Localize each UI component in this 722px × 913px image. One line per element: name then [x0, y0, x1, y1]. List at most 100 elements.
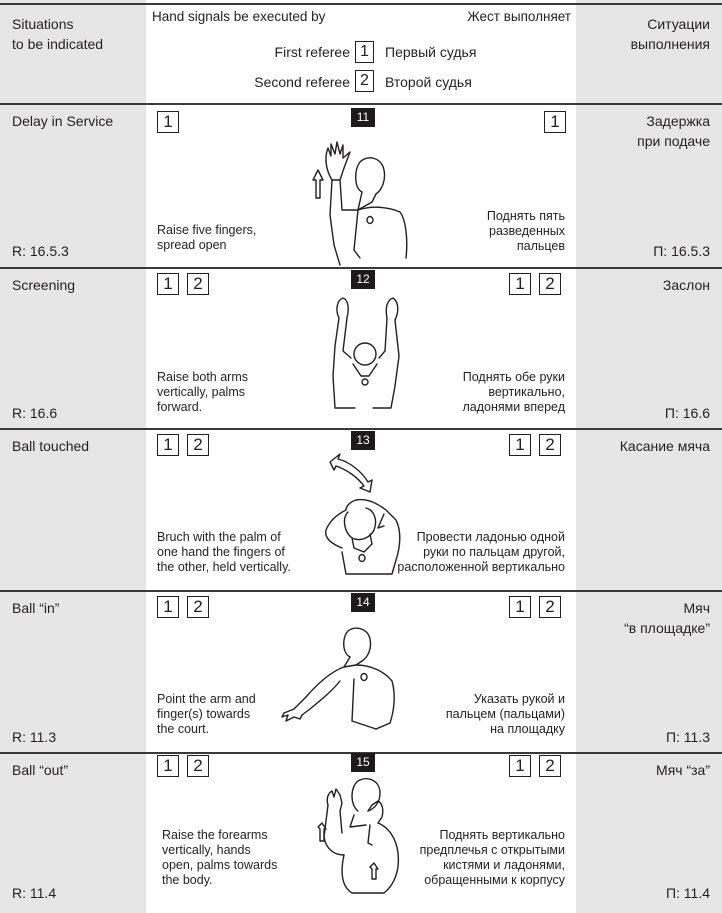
situation-en: Ball “in” [12, 600, 60, 616]
description-ru-line: пальцем (пальцами) [445, 707, 565, 721]
referee-badge-1: 1 [157, 273, 179, 295]
referee-badge-2: 2 [539, 755, 561, 777]
legend-second-referee-ru: Второй судья [385, 74, 472, 90]
description-en-line: Point the arm and [157, 692, 256, 706]
signal-number: 15 [351, 753, 375, 772]
header-situations-en-line2: to be indicated [12, 36, 104, 52]
row-divider [0, 103, 722, 105]
signal-number: 11 [351, 108, 375, 127]
description-en-line: finger(s) towards [157, 707, 251, 721]
referee-badge-1: 1 [544, 111, 566, 133]
situations-column-en [0, 0, 146, 913]
referee-both-arms-raised-icon [332, 297, 400, 409]
description-ru-line: разведенных [489, 224, 565, 238]
legend-second-referee-number: 2 [355, 70, 373, 92]
situation-en: Ball “out” [12, 762, 69, 778]
description-ru-line: предплечья с открытыми [419, 843, 565, 857]
description-ru-line: кистями и ладонями, [443, 858, 565, 872]
situation-ru: Мяч “за” [656, 762, 710, 778]
referee-badge-1: 1 [509, 755, 531, 777]
referee-badge-1: 1 [157, 111, 179, 133]
description-ru-line: Поднять обе руки [462, 370, 565, 384]
description-en-line: the other, held vertically. [157, 560, 291, 574]
referee-badge-1: 1 [509, 596, 531, 618]
referee-badge-2: 2 [539, 434, 561, 456]
row-divider [0, 428, 722, 430]
header-executed-by-ru: Жест выполняет [467, 9, 571, 24]
description-en-line: the body. [162, 873, 213, 887]
situation-en: Delay in Service [12, 113, 114, 129]
row-divider [0, 590, 722, 592]
description-ru-line: на площадку [490, 722, 565, 736]
referee-badge-1: 1 [509, 273, 531, 295]
referee-forearms-raised-icon [317, 777, 400, 894]
description-en-line: spread open [157, 238, 227, 252]
situation-en: Ball touched [12, 438, 90, 454]
situation-ru: Мяч [683, 600, 710, 616]
referee-badge-2: 2 [539, 273, 561, 295]
legend-separator [373, 70, 375, 92]
situation-ru: Задержка [646, 113, 710, 129]
referee-badge-2: 2 [187, 755, 209, 777]
rule-en: R: 16.6 [12, 405, 58, 421]
description-ru-line: Поднять вертикально [439, 828, 565, 842]
situation-en: Screening [12, 277, 76, 293]
description-en-line: Raise the forearms [162, 828, 268, 842]
description-en-line: the court. [157, 722, 210, 736]
referee-raised-five-fingers-icon [312, 141, 408, 266]
header-executed-by-en: Hand signals be executed by [152, 9, 326, 24]
legend-second-referee-en: Second referee [254, 74, 350, 90]
situations-column-ru [576, 0, 722, 913]
signal-number: 14 [351, 593, 375, 612]
description-ru-line: руки по пальцам другой, [423, 545, 565, 559]
situation-ru: при подаче [637, 133, 710, 149]
header-situations-en-line1: Situations [12, 16, 74, 32]
description-ru-line: пальцев [516, 239, 565, 253]
signal-number: 13 [351, 431, 375, 450]
description-ru-line: вертикально, [488, 385, 565, 399]
rule-ru: П: 11.3 [665, 729, 710, 745]
top-rule [0, 3, 722, 5]
description-en-line: vertically, hands [162, 843, 251, 857]
description-en-line: Raise five fingers, [157, 223, 257, 237]
legend-first-referee-number: 1 [355, 41, 373, 63]
signal-number: 12 [351, 270, 375, 289]
header-situations-ru-line1: Ситуации [647, 16, 710, 32]
referee-badge-1: 1 [157, 755, 179, 777]
rule-en: R: 16.5.3 [12, 243, 69, 259]
referee-badge-2: 2 [539, 596, 561, 618]
rule-ru: П: 16.6 [664, 405, 710, 421]
referee-badge-1: 1 [157, 434, 179, 456]
referee-badge-1: 1 [509, 434, 531, 456]
legend-first-referee-en: First referee [274, 44, 350, 60]
rule-ru: П: 11.4 [665, 885, 710, 901]
referee-brush-fingers-icon [325, 453, 401, 575]
description-ru-line: обращенными к корпусу [424, 873, 565, 887]
rule-ru: П: 16.5.3 [653, 243, 710, 259]
description-ru-line: расположенной вертикально [397, 560, 565, 574]
description-en-line: forward. [157, 400, 203, 414]
referee-point-to-court-icon [281, 627, 395, 730]
rule-en: R: 11.4 [12, 885, 57, 901]
referee-badge-2: 2 [187, 596, 209, 618]
description-ru-line: ладонями вперед [462, 400, 566, 414]
description-en-line: vertically, palms [157, 385, 245, 399]
description-en-line: open, palms towards [162, 858, 278, 872]
legend-first-referee-ru: Первый судья [385, 44, 477, 60]
referee-badge-2: 2 [187, 273, 209, 295]
referee-badge-2: 2 [187, 434, 209, 456]
description-ru-line: Поднять пять [486, 209, 565, 223]
description-en-line: Raise both arms [157, 370, 249, 384]
header-situations-ru-line2: выполнения [630, 36, 710, 52]
description-ru-line: Провести ладонью одной [416, 530, 565, 544]
situation-ru: “в площадке” [624, 620, 710, 636]
description-en-line: one hand the fingers of [157, 545, 285, 559]
legend-separator [373, 41, 375, 63]
row-divider [0, 267, 722, 269]
situation-ru: Касание мяча [619, 438, 710, 454]
rule-en: R: 11.3 [12, 729, 57, 745]
description-ru-line: Указать рукой и [473, 692, 565, 706]
situation-ru: Заслон [662, 277, 710, 293]
description-en-line: Bruch with the palm of [157, 530, 281, 544]
